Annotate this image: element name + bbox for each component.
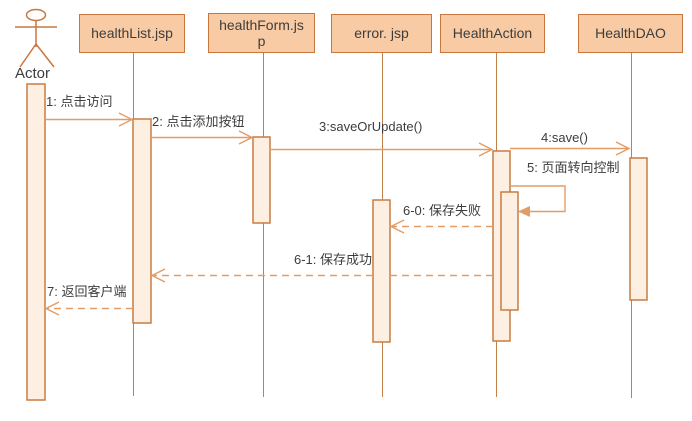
message-6-1-label: 6-1: 保存成功 — [294, 252, 373, 267]
message-2-arrow — [151, 130, 254, 145]
message-2-label: 2: 点击添加按钮 — [152, 114, 245, 129]
message-5-label: 5: 页面转向控制 — [527, 160, 620, 175]
lifeline-box-label: healthForm.jsp — [219, 16, 304, 49]
message-5-self-arrow — [510, 185, 566, 217]
message-7-label: 7: 返回客户端 — [47, 284, 127, 299]
lifeline-box-healthdao: HealthDAO — [578, 14, 683, 53]
message-6-0-label: 6-0: 保存失败 — [403, 203, 482, 218]
message-4-arrow — [510, 141, 631, 156]
lifeline-box-label: error. jsp — [354, 25, 409, 42]
message-6-0-arrow — [389, 219, 493, 234]
lifeline-box-healthaction: HealthAction — [440, 14, 545, 53]
actor-icon — [15, 8, 57, 68]
message-6-1-arrow — [150, 268, 493, 283]
lifeline-box-label: HealthDAO — [595, 25, 666, 42]
message-7-arrow — [44, 301, 133, 316]
message-1-arrow — [45, 112, 134, 127]
message-3-arrow — [270, 142, 494, 157]
activation-actor — [26, 83, 46, 401]
activation-healthdao — [629, 157, 648, 301]
lifeline-box-label: HealthAction — [452, 25, 533, 42]
lifeline-box-healthform: healthForm.jsp — [208, 13, 315, 53]
lifeline-box-healthlist: healthList.jsp — [79, 14, 185, 53]
lifeline-box-label: healthList.jsp — [91, 25, 173, 42]
activation-healthform — [252, 136, 271, 224]
actor-label: Actor — [15, 65, 51, 82]
activation-error — [372, 199, 391, 343]
message-3-label: 3:saveOrUpdate() — [319, 119, 423, 134]
message-1-label: 1: 点击访问 — [46, 94, 113, 109]
activation-healthaction-nested — [500, 191, 519, 311]
lifeline-box-error: error. jsp — [331, 14, 432, 53]
message-4-label: 4:save() — [541, 130, 588, 145]
activation-healthlist — [132, 118, 152, 324]
